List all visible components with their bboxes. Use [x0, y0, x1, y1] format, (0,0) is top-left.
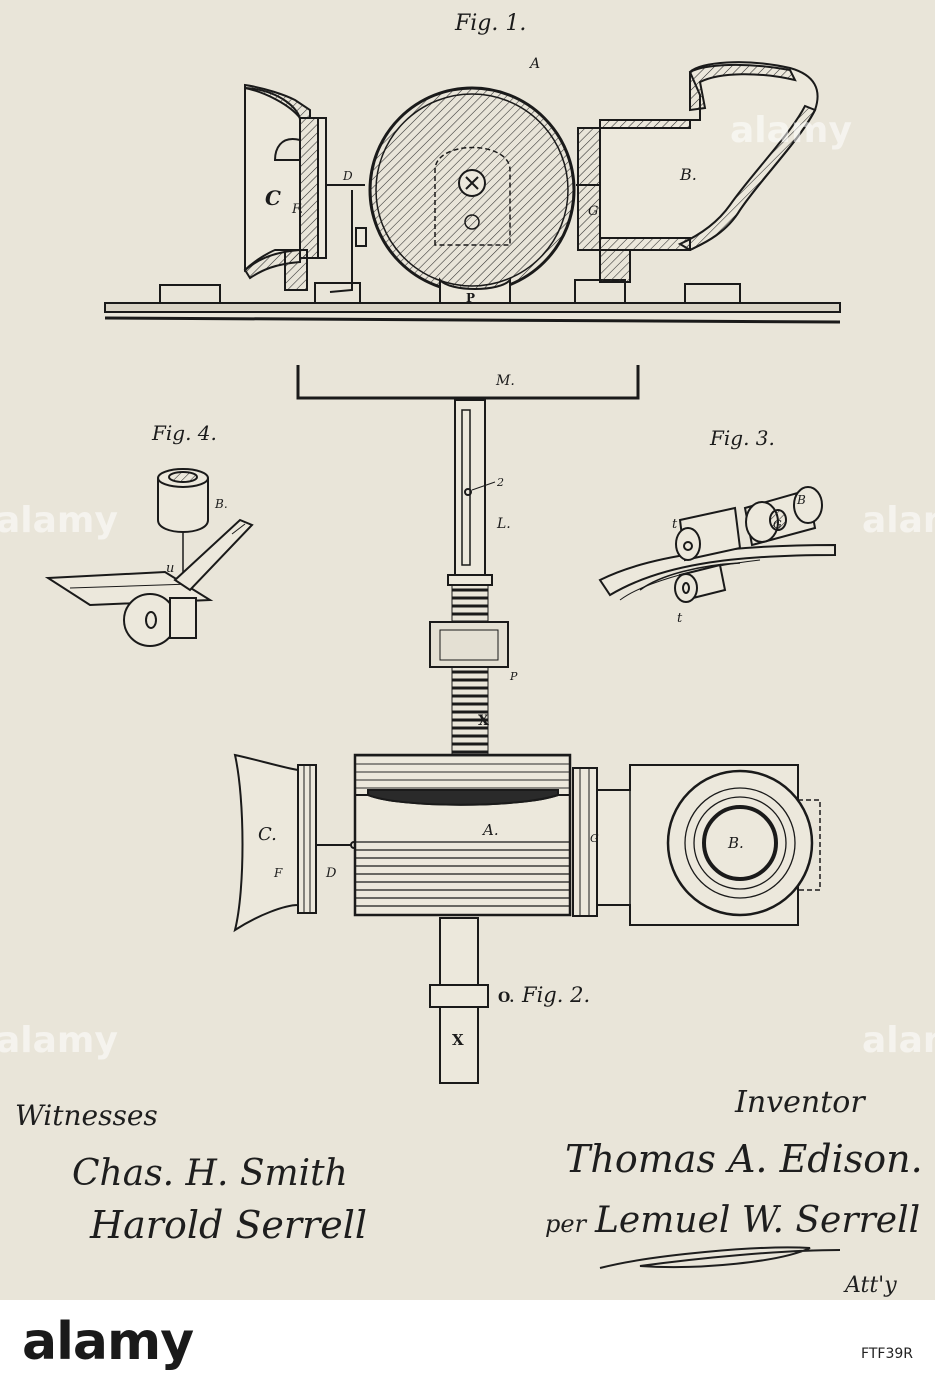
per-label: per — [545, 1210, 588, 1238]
fig1-label-p: P — [466, 291, 475, 305]
stock-watermark-left: alamy — [0, 500, 118, 541]
inventor-name: Thomas A. Edison. — [565, 1137, 923, 1181]
feed-mechanism: M. 2 L. P X — [298, 365, 638, 755]
fig1-drawing: Fig. 1. A B. — [105, 11, 840, 322]
fig1-label-b: B. — [679, 165, 697, 184]
stock-watermark-lower-right: alamy — [862, 1020, 935, 1061]
alamy-logo: alamy — [22, 1312, 193, 1372]
fig2-label-c: C. — [258, 824, 277, 845]
attorney-flourish — [600, 1247, 840, 1268]
signatures: Witnesses Chas. H. Smith Harold Serrell … — [15, 1085, 923, 1298]
fig2-drawing: A. B. C. F D G O. Fig. 2. X — [235, 755, 820, 1083]
fig4-label-u: u — [166, 561, 174, 576]
witness-name-1: Chas. H. Smith — [72, 1153, 348, 1194]
fig2-title: Fig. 2. — [521, 983, 590, 1007]
image-id: FTF39R — [861, 1346, 913, 1362]
stock-watermark-right: alamy — [862, 500, 935, 541]
label-l: L. — [496, 516, 511, 532]
fig1-label-c: C — [265, 186, 281, 210]
fig3-label-t-upper: t — [672, 517, 678, 532]
stock-watermark-lower-left: alamy — [0, 1020, 118, 1061]
fig2-label-a: A. — [481, 821, 499, 839]
fig2-label-f: F — [273, 866, 283, 880]
fig2-label-d: D — [325, 866, 337, 881]
fig4-title: Fig. 4. — [151, 421, 217, 445]
witnesses-heading: Witnesses — [15, 1099, 158, 1132]
fig3-label-t-lower: t — [677, 611, 683, 626]
fig3-label-g: G — [773, 518, 782, 531]
fig2-label-o: O. — [498, 990, 514, 1006]
inventor-heading: Inventor — [734, 1085, 866, 1120]
label-2: 2 — [496, 476, 504, 489]
fig1-title: Fig. 1. — [454, 11, 526, 36]
fig1-label-g: G — [588, 204, 598, 219]
fig1-label-d: D — [342, 169, 353, 183]
attorney-name: Lemuel W. Serrell — [594, 1200, 920, 1241]
patent-sheet: Fig. 1. A B. — [0, 0, 935, 1300]
fig1-label-f: F. — [291, 202, 303, 217]
fig2-label-x: X — [452, 1031, 464, 1049]
witness-name-2: Harold Serrell — [89, 1203, 367, 1247]
fig3-drawing: Fig. 3. B t t G — [600, 426, 835, 626]
att-label: Att'y — [843, 1273, 897, 1298]
fig4-label-b: B. — [214, 497, 228, 511]
patent-drawing: Fig. 1. A B. — [0, 0, 935, 1300]
fig2-label-b: B. — [727, 834, 744, 852]
fig1-label-a: A — [528, 56, 540, 72]
label-p-nut: P — [509, 670, 518, 683]
stock-watermark-top: alamy — [730, 110, 852, 151]
label-m: M. — [495, 373, 515, 389]
fig2-label-g: G — [590, 832, 599, 845]
label-x-upper: X — [478, 713, 489, 729]
screw-thread — [452, 586, 488, 755]
stock-footer-bar: alamy FTF39R — [0, 1300, 935, 1390]
fig3-title: Fig. 3. — [709, 426, 775, 450]
fig3-label-b: B — [796, 493, 806, 507]
